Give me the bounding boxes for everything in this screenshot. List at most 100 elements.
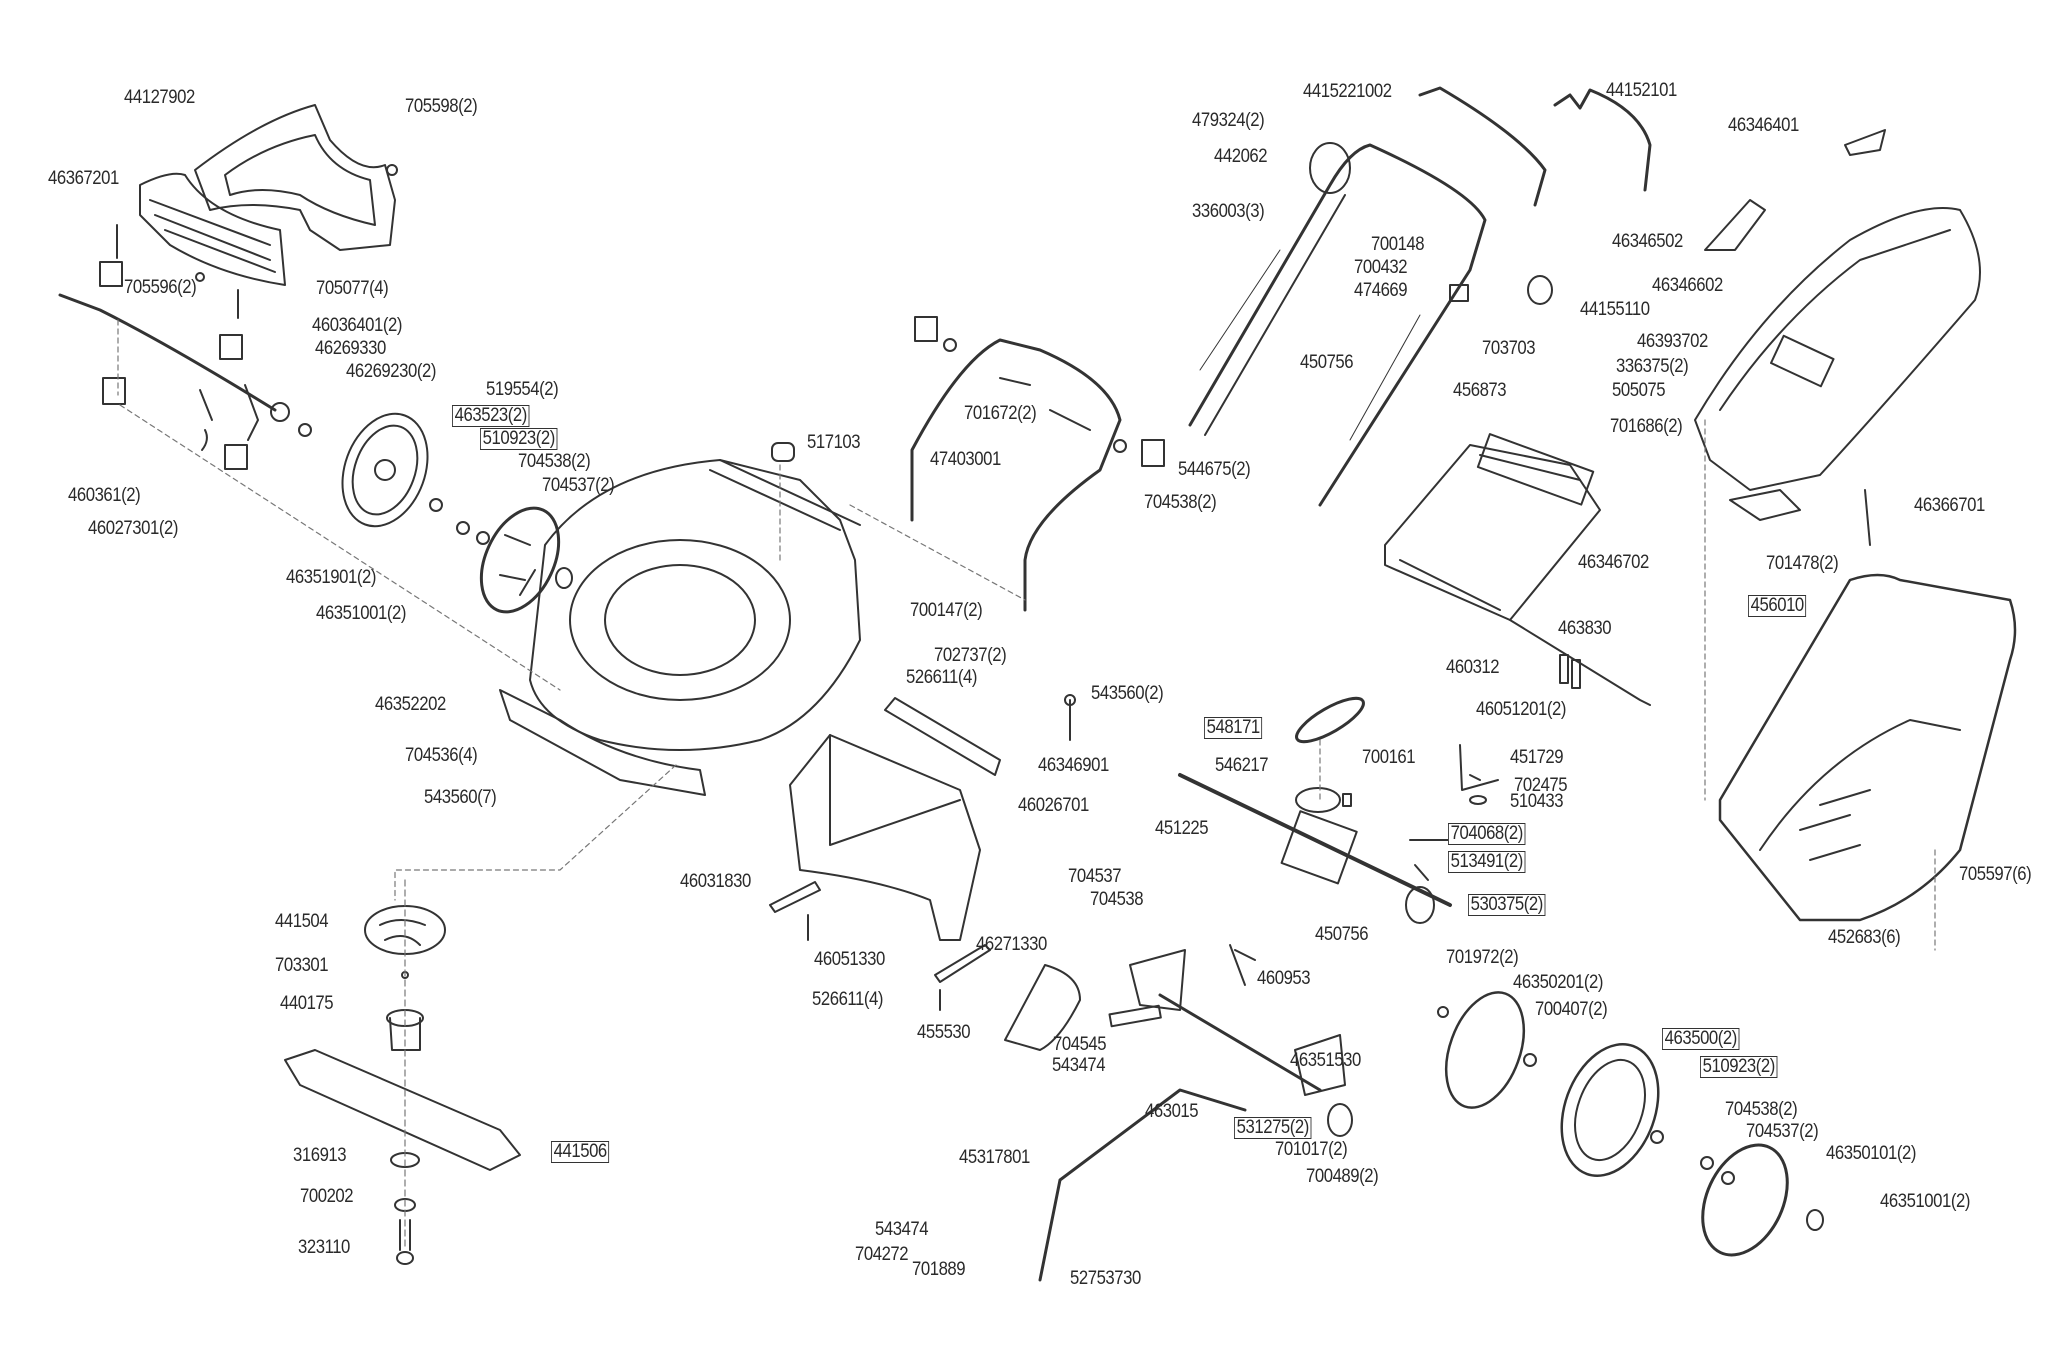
rear-axle-part — [1004, 949, 1353, 1282]
height-adjust-brackets — [58, 224, 312, 470]
part-label-463500: 463500(2) — [1662, 1028, 1740, 1050]
part-label-543560b: 543560(2) — [1091, 683, 1164, 704]
part-label-510433: 510433 — [1510, 791, 1564, 812]
part-label-45317801: 45317801 — [959, 1147, 1030, 1168]
part-label-700161: 700161 — [1362, 747, 1416, 768]
part-label-44152101: 44152101 — [1606, 80, 1677, 101]
part-label-702737: 702737(2) — [934, 645, 1007, 666]
part-label-440175: 440175 — [280, 993, 334, 1014]
part-label-526611a: 526611(4) — [906, 667, 978, 688]
part-label-442062: 442062 — [1214, 146, 1268, 167]
part-label-704538a: 704538(2) — [518, 451, 591, 472]
part-label-517103: 517103 — [807, 432, 861, 453]
part-label-700148: 700148 — [1371, 234, 1425, 255]
rear-flap-part — [1384, 433, 1651, 706]
part-label-513491: 513491(2) — [1448, 851, 1526, 873]
part-label-316913: 316913 — [293, 1145, 347, 1166]
part-label-44155110: 44155110 — [1580, 299, 1650, 320]
part-label-46351530: 46351530 — [1290, 1050, 1361, 1071]
part-label-46350101: 46350101(2) — [1826, 1143, 1916, 1164]
part-label-46269330: 46269330 — [315, 338, 386, 359]
part-label-46051201: 46051201(2) — [1476, 699, 1566, 720]
part-label-704272: 704272 — [855, 1244, 909, 1265]
part-label-456873: 456873 — [1453, 380, 1507, 401]
part-label-451225: 451225 — [1155, 818, 1209, 839]
part-label-336003: 336003(3) — [1192, 201, 1265, 222]
part-label-704068: 704068(2) — [1448, 823, 1526, 845]
part-label-701686: 701686(2) — [1610, 416, 1683, 437]
part-label-479324: 479324(2) — [1192, 110, 1265, 131]
part-label-700147: 700147(2) — [910, 600, 983, 621]
part-label-46271330: 46271330 — [976, 934, 1047, 955]
part-label-460312: 460312 — [1446, 657, 1500, 678]
part-label-46036401: 46036401(2) — [312, 315, 402, 336]
part-label-441504: 441504 — [275, 911, 329, 932]
part-label-460361: 460361(2) — [68, 485, 141, 506]
part-label-703301: 703301 — [275, 955, 329, 976]
part-label-456010: 456010 — [1748, 595, 1807, 617]
part-label-700407: 700407(2) — [1535, 999, 1608, 1020]
part-label-46393702: 46393702 — [1637, 331, 1708, 352]
part-label-4415221002: 4415221002 — [1303, 81, 1392, 102]
part-label-474669: 474669 — [1354, 280, 1408, 301]
part-label-46346602: 46346602 — [1652, 275, 1723, 296]
part-label-455530: 455530 — [917, 1022, 971, 1043]
grassbox-lid-part — [1694, 207, 1981, 546]
part-label-46346502: 46346502 — [1612, 231, 1683, 252]
part-label-46351001a: 46351001(2) — [316, 603, 406, 624]
part-label-701017: 701017(2) — [1275, 1139, 1348, 1160]
part-label-46026701: 46026701 — [1018, 795, 1089, 816]
part-label-703703: 703703 — [1482, 338, 1536, 359]
part-label-46031830: 46031830 — [680, 871, 751, 892]
part-label-700489: 700489(2) — [1306, 1166, 1379, 1187]
part-label-46366701: 46366701 — [1914, 495, 1985, 516]
front-grill-part — [139, 172, 286, 286]
part-label-441506: 441506 — [551, 1141, 610, 1163]
blade-assembly — [284, 879, 521, 1265]
part-label-700202: 700202 — [300, 1186, 354, 1207]
part-label-704538b: 704538(2) — [1144, 492, 1217, 513]
part-label-450756b: 450756 — [1315, 924, 1369, 945]
part-label-530375: 530375(2) — [1468, 894, 1546, 916]
part-label-46051330: 46051330 — [814, 949, 885, 970]
part-label-701972: 701972(2) — [1446, 947, 1519, 968]
part-label-510923a: 510923(2) — [480, 428, 558, 450]
mower-deck-part — [499, 459, 861, 796]
front-cover-part — [194, 104, 398, 251]
hubcap-front-part — [476, 506, 573, 614]
part-label-46350201: 46350201(2) — [1513, 972, 1603, 993]
front-wheel-part — [341, 412, 470, 535]
part-label-548171: 548171 — [1204, 717, 1263, 739]
part-label-701672: 701672(2) — [964, 403, 1037, 424]
part-label-46269230: 46269230(2) — [346, 361, 436, 382]
part-label-700432: 700432 — [1354, 257, 1408, 278]
rear-chute-part — [789, 734, 981, 941]
part-label-46351001b: 46351001(2) — [1880, 1191, 1970, 1212]
part-label-451729: 451729 — [1510, 747, 1564, 768]
part-label-704538c: 704538 — [1090, 889, 1144, 910]
part-label-704538d: 704538(2) — [1725, 1099, 1798, 1120]
grass-catcher-part — [1718, 573, 2017, 922]
part-label-704537a: 704537(2) — [542, 475, 615, 496]
rear-wheel-part — [1437, 991, 1824, 1257]
part-label-544675: 544675(2) — [1178, 459, 1251, 480]
part-label-460953: 460953 — [1257, 968, 1311, 989]
lower-handle-part — [910, 316, 1165, 612]
part-label-46346401: 46346401 — [1728, 115, 1799, 136]
part-label-463015: 463015 — [1145, 1101, 1199, 1122]
knob-part — [771, 442, 795, 462]
part-label-463523: 463523(2) — [452, 405, 530, 427]
part-label-705596: 705596(2) — [124, 277, 197, 298]
part-label-701889: 701889 — [912, 1259, 966, 1280]
part-label-704545: 704545 — [1053, 1034, 1107, 1055]
part-label-505075: 505075 — [1612, 380, 1666, 401]
part-label-323110: 323110 — [298, 1237, 350, 1258]
part-label-336375: 336375(2) — [1616, 356, 1689, 377]
rear-brackets — [769, 881, 991, 1011]
part-label-46367201: 46367201 — [48, 168, 119, 189]
part-label-705597: 705597(6) — [1959, 864, 2032, 885]
part-label-704536: 704536(4) — [405, 745, 478, 766]
part-label-704537c: 704537(2) — [1746, 1121, 1819, 1142]
part-label-44127902: 44127902 — [124, 87, 195, 108]
